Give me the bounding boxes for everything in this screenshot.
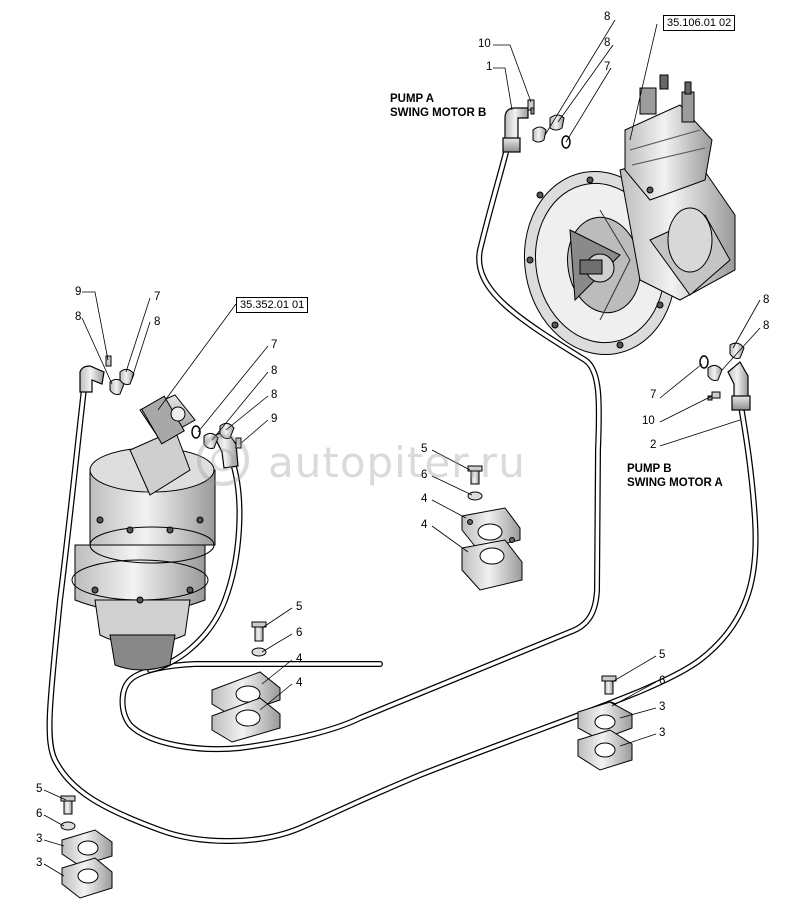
pump-a-title-line2: SWING MOTOR B bbox=[390, 107, 487, 120]
callout-number: 8 bbox=[604, 37, 611, 49]
callout-number: 5 bbox=[36, 783, 43, 795]
elbow-fitting-left bbox=[79, 365, 105, 393]
watermark-logo-icon bbox=[197, 434, 249, 486]
elbow-fitting-right bbox=[727, 361, 751, 411]
small-parts-left bbox=[105, 355, 135, 395]
callout-number: 7 bbox=[650, 389, 657, 401]
callout-number: 8 bbox=[154, 316, 161, 328]
callout-number: 5 bbox=[296, 601, 303, 613]
motor-reference-box: 35.352.01 01 bbox=[236, 297, 309, 314]
pump-a-title: PUMP A SWING MOTOR B bbox=[390, 92, 486, 121]
callout-number: 6 bbox=[36, 808, 43, 820]
callout-number: 3 bbox=[36, 857, 43, 869]
callout-number: 6 bbox=[296, 627, 303, 639]
callout-number: 8 bbox=[763, 320, 770, 332]
callout-number: 3 bbox=[659, 701, 666, 713]
callout-number: 5 bbox=[659, 649, 666, 661]
callout-number: 2 bbox=[650, 439, 657, 451]
hose-2 bbox=[46, 377, 759, 844]
callout-number: 3 bbox=[659, 727, 666, 739]
callout-number: 6 bbox=[659, 675, 666, 687]
callout-number: 8 bbox=[271, 365, 278, 377]
callout-number: 1 bbox=[486, 61, 493, 73]
pump-a-title-line1: PUMP A bbox=[390, 93, 435, 105]
callout-number: 4 bbox=[421, 519, 428, 531]
callout-number: 3 bbox=[36, 833, 43, 845]
elbow-fitting-top bbox=[502, 107, 529, 153]
callout-number: 6 bbox=[421, 469, 428, 481]
pump-b-title-line1: PUMP B bbox=[627, 463, 672, 475]
hose-1-motor-end bbox=[147, 457, 243, 673]
callout-number: 9 bbox=[75, 286, 82, 298]
callout-number: 5 bbox=[421, 443, 428, 455]
callout-number: 4 bbox=[296, 653, 303, 665]
callout-number: 9 bbox=[271, 413, 278, 425]
clamp-set-left bbox=[211, 621, 281, 743]
callout-number: 4 bbox=[296, 677, 303, 689]
callout-number: 8 bbox=[75, 311, 82, 323]
clamp-set-center bbox=[461, 465, 523, 591]
swing-motor-assembly bbox=[71, 394, 216, 671]
clamp-set-right bbox=[577, 675, 633, 771]
callout-number: 7 bbox=[604, 61, 611, 73]
leader-lines bbox=[43, 19, 761, 877]
small-parts-motor bbox=[191, 422, 242, 449]
callout-number: 8 bbox=[271, 389, 278, 401]
clamp-set-bottom-left bbox=[60, 795, 113, 899]
callout-number: 7 bbox=[154, 291, 161, 303]
callout-number: 4 bbox=[421, 493, 428, 505]
pump-b-title-line2: SWING MOTOR A bbox=[627, 477, 723, 490]
callout-number: 8 bbox=[763, 294, 770, 306]
hose-1 bbox=[119, 125, 602, 753]
watermark-text: autopiter.ru bbox=[268, 438, 526, 487]
callout-number: 10 bbox=[478, 38, 491, 50]
small-parts-top bbox=[527, 99, 571, 149]
pump-b-title: PUMP B SWING MOTOR A bbox=[627, 462, 723, 491]
callout-number: 7 bbox=[271, 339, 278, 351]
callout-number: 8 bbox=[604, 11, 611, 23]
pump-reference-box: 35.106.01 02 bbox=[663, 15, 736, 32]
hydraulic-pump-assembly bbox=[523, 74, 736, 356]
small-parts-right bbox=[699, 342, 745, 401]
callout-number: 10 bbox=[642, 415, 655, 427]
